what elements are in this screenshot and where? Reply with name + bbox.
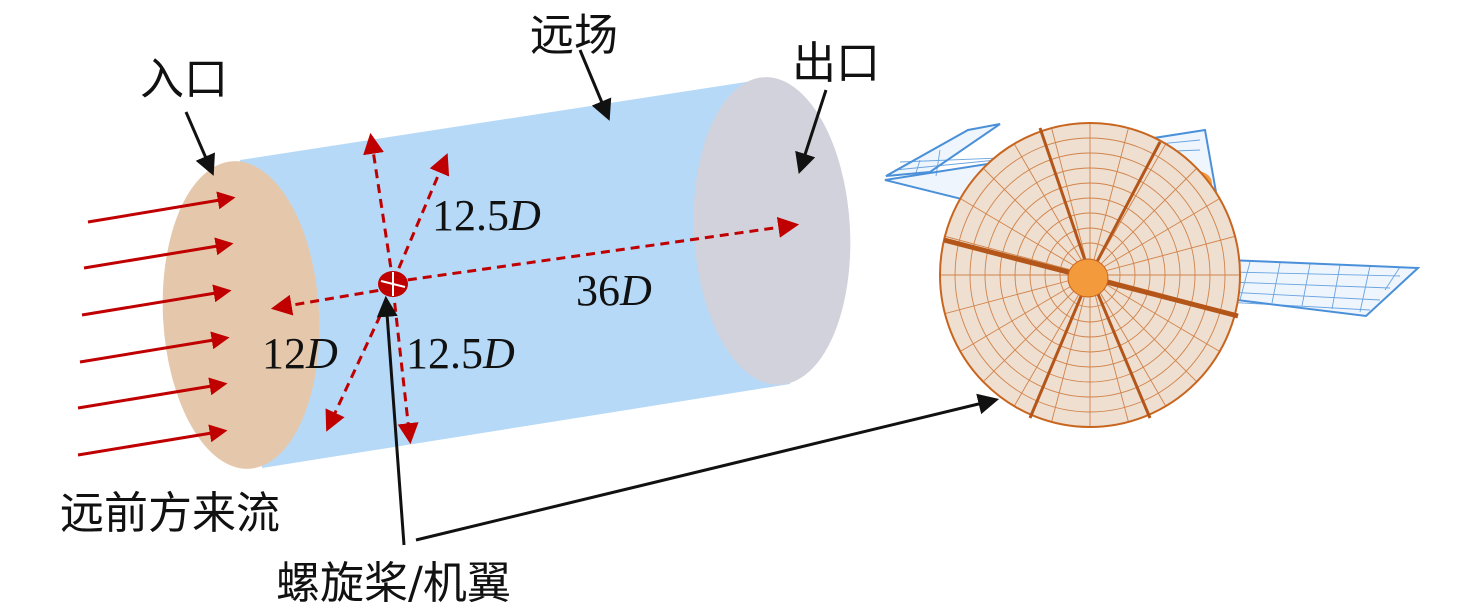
dim-arrow-up xyxy=(363,132,395,283)
inflow-arrow xyxy=(87,191,236,224)
dim-arrow-down xyxy=(391,287,419,445)
dim-arrow-aft xyxy=(392,216,800,284)
leader-arrows xyxy=(184,49,1000,546)
inlet-face xyxy=(162,161,320,469)
inflow-arrow xyxy=(77,424,228,457)
dim-label-aft: 36D xyxy=(576,266,652,315)
dim-aft-unit: D xyxy=(619,266,652,315)
propeller-disc xyxy=(939,122,1241,428)
dim-forward-unit: D xyxy=(305,329,338,378)
far-field-leader xyxy=(578,49,612,121)
propeller-wing-mesh xyxy=(884,122,1421,428)
dim-aft-value: 36 xyxy=(576,266,620,315)
inflow-arrow xyxy=(81,284,232,317)
dim-up-unit: D xyxy=(508,191,541,240)
dim-up-value: 12.5 xyxy=(432,191,509,240)
dim-down-value: 12.5 xyxy=(406,329,483,378)
outlet-label: 出口 xyxy=(792,38,880,89)
freestream-label: 远前方来流 xyxy=(60,488,280,539)
inlet-leader xyxy=(184,111,215,176)
far-field-cylinder xyxy=(162,77,851,469)
inflow-arrow xyxy=(83,237,234,270)
dim-arrow-forward xyxy=(270,286,394,316)
propeller-location-marker xyxy=(378,271,408,297)
outlet-leader xyxy=(795,89,828,174)
dim-label-down: 12.5D xyxy=(406,329,515,378)
inflow-arrow xyxy=(77,377,228,410)
dim-arrow-up-aft xyxy=(391,153,450,283)
dimension-arrows xyxy=(270,132,800,445)
spinner-hub xyxy=(1067,258,1109,298)
propeller-leader xyxy=(376,295,406,546)
dim-label-forward: 12D xyxy=(262,329,338,378)
propeller-wing-label: 螺旋桨/机翼 xyxy=(276,558,511,609)
dim-arrow-down-forward xyxy=(325,287,395,432)
zoom-leader xyxy=(415,393,1000,542)
dim-label-up: 12.5D xyxy=(432,191,541,240)
dim-forward-value: 12 xyxy=(262,329,306,378)
inlet-label: 入口 xyxy=(140,54,228,105)
far-field-label: 远场 xyxy=(530,10,618,61)
freestream-arrows xyxy=(77,191,236,457)
dim-down-unit: D xyxy=(482,329,515,378)
inflow-arrow xyxy=(79,331,230,364)
